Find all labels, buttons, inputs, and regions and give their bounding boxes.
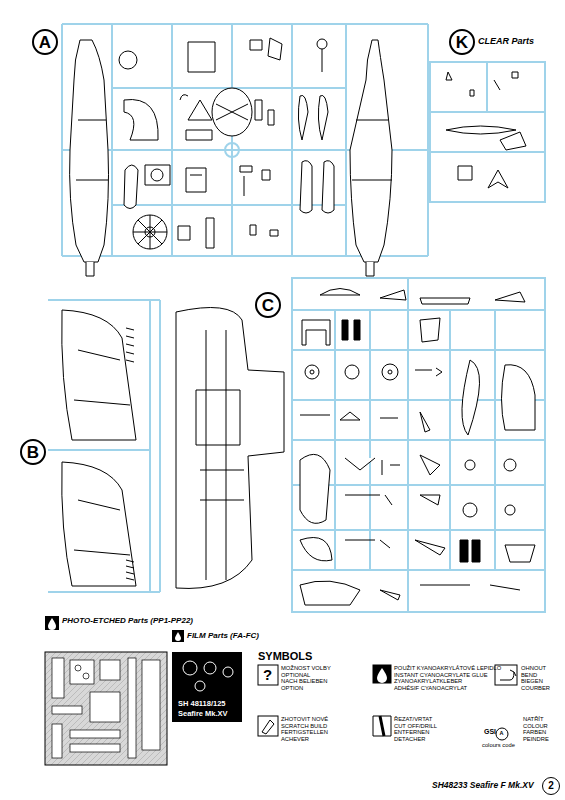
- symbol-text: OHNOUT: [521, 665, 546, 671]
- page-number-circle: 2: [542, 777, 560, 795]
- symbol-text: MOŽNOST VOLBY: [281, 665, 331, 671]
- symbol-text: NACH BELIEBEN: [281, 678, 327, 684]
- symbol-text: ACHEVER: [281, 736, 309, 742]
- symbol-text: FARBEN: [523, 729, 546, 735]
- section-heading: PHOTO-ETCHED Parts (PP1-PP22): [62, 617, 193, 626]
- symbol-text: colours code: [482, 742, 515, 748]
- film-text: SH 48118/125: [178, 700, 226, 708]
- symbol-text: DETACHER: [394, 736, 425, 742]
- symbol-text: BIEGEN: [521, 678, 543, 684]
- symbols-heading: SYMBOLS: [258, 650, 312, 662]
- footer-code: SH48233 Seafire F Mk.XV: [432, 781, 534, 790]
- symbol-text: SCRATCH BUILD: [281, 723, 327, 729]
- sprue-letter-circle: K: [449, 29, 475, 55]
- symbol-text: ENTFERNEN: [394, 729, 429, 735]
- symbol-text: A: [500, 730, 504, 736]
- symbol-text: NATŘÍT: [523, 716, 544, 722]
- symbol-text: PEINDRE: [523, 736, 549, 742]
- section-heading: FILM Parts (FA-FC): [187, 632, 259, 641]
- sprue-letter: K: [456, 34, 468, 51]
- sprue-letter: A: [39, 34, 51, 51]
- sprue-letter-circle: C: [255, 292, 281, 318]
- symbol-text: COURBER: [521, 685, 550, 691]
- symbol-text: OPTIONAL: [281, 672, 310, 678]
- sprue-letter-circle: B: [20, 439, 46, 465]
- symbol-text: FERTIGSTELLEN: [281, 729, 328, 735]
- sprue-letter: B: [27, 444, 39, 461]
- symbol-text: ZYANOAKRYLATKLEBER: [394, 678, 462, 684]
- section-heading: CLEAR Parts: [478, 37, 534, 47]
- symbol-glyph: ?: [263, 667, 272, 684]
- sprue-letter-circle: A: [32, 29, 58, 55]
- film-text: Seafire Mk.XV: [178, 710, 228, 718]
- symbol-text: ŘEZAT/VRTAT: [394, 716, 432, 722]
- symbol-text: COLOUR: [523, 723, 548, 729]
- symbol-text: ADHÉSIF CYANOACRYLAT: [394, 685, 467, 691]
- symbol-text: POUŽIT KYANOAKRYLÁTOVÉ LEPIDLO: [394, 665, 501, 671]
- symbol-text: OPTION: [281, 685, 303, 691]
- sprue-letter: C: [262, 297, 274, 314]
- symbol-text: INSTANT CYANOACRYLATE GLUE: [394, 672, 488, 678]
- symbol-text: GSI: [484, 728, 496, 736]
- sprue-letter: 2: [548, 781, 554, 791]
- symbol-text: ZHOTOVIT NOVÉ: [281, 716, 328, 722]
- symbol-text: BEND: [521, 672, 537, 678]
- symbol-text: CUT OFF/DRILL: [394, 723, 437, 729]
